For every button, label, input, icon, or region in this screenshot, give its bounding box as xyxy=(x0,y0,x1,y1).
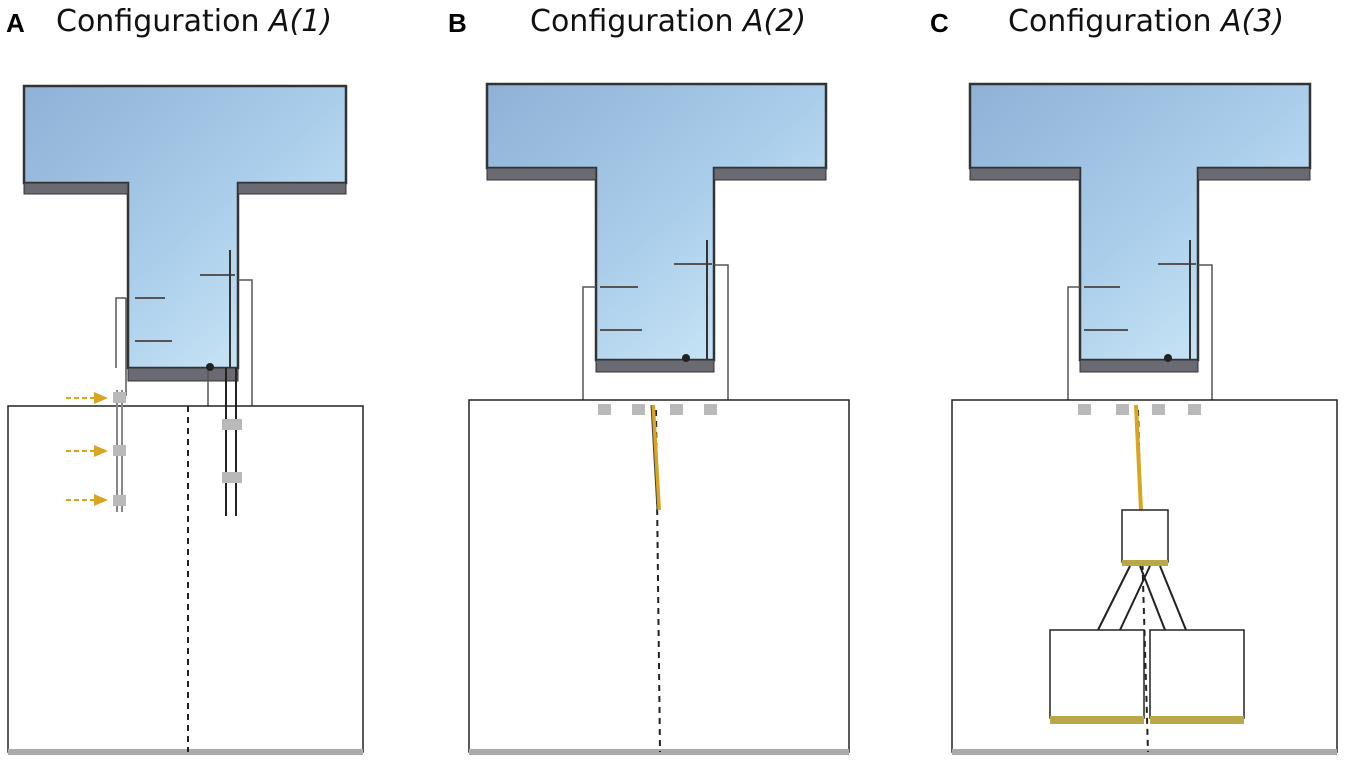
probe-a-right-node-2 xyxy=(222,472,242,483)
t-tank-c xyxy=(968,82,1312,362)
panel-a-diagram xyxy=(7,84,364,755)
panel-c-title-text: Configuration xyxy=(1008,4,1221,39)
joint-b xyxy=(682,354,690,362)
joint-a xyxy=(206,363,214,371)
panel-a-title: Configuration A(1) xyxy=(56,4,332,39)
probe-a-node-1 xyxy=(113,392,126,403)
small-cube xyxy=(1121,509,1169,563)
probe-b-node-4 xyxy=(704,404,717,415)
probe-c-node-4 xyxy=(1188,404,1201,415)
large-cube-right-base xyxy=(1150,716,1244,724)
probe-a-right-node-1 xyxy=(222,419,242,430)
probe-a-node-2 xyxy=(113,445,126,456)
t-tank-b xyxy=(485,82,828,362)
panel-b-diagram xyxy=(468,82,850,755)
panel-a-letter: A xyxy=(6,8,25,38)
t-tank-c-wall-band xyxy=(969,167,1311,373)
large-cube-left xyxy=(1049,629,1145,719)
panel-c-title: Configuration A(3) xyxy=(1008,4,1284,39)
panel-c-diagram xyxy=(951,82,1338,755)
tape-b xyxy=(651,404,661,511)
small-cube-base xyxy=(1122,560,1168,566)
tape-c xyxy=(1134,404,1143,511)
string-left-a xyxy=(1097,565,1131,631)
panel-a-title-var: A(1) xyxy=(269,4,333,39)
probe-c-node-3 xyxy=(1152,404,1165,415)
probe-b-node-1 xyxy=(598,404,611,415)
large-cube-right xyxy=(1149,629,1245,719)
probe-c-node-2 xyxy=(1116,404,1129,415)
probe-b-node-3 xyxy=(670,404,683,415)
panel-c-letter: C xyxy=(930,8,949,38)
panel-b-title-var: A(2) xyxy=(743,4,807,39)
panel-a-title-text: Configuration xyxy=(56,4,269,39)
t-tank-a-wall-band xyxy=(23,182,347,382)
probe-c-node-1 xyxy=(1078,404,1091,415)
string-right-a xyxy=(1119,565,1151,631)
t-tank-a xyxy=(22,84,348,370)
joint-c xyxy=(1164,354,1172,362)
panel-b-title: Configuration A(2) xyxy=(530,4,806,39)
tape-b-edge xyxy=(650,404,658,511)
t-tank-b-wall-band xyxy=(486,167,827,373)
panel-c-title-var: A(3) xyxy=(1221,4,1285,39)
large-cube-left-base xyxy=(1050,716,1144,724)
container-a xyxy=(7,405,364,753)
string-right-b xyxy=(1159,565,1187,631)
panel-b-title-text: Configuration xyxy=(530,4,743,39)
probe-b-node-2 xyxy=(632,404,645,415)
panel-b-letter: B xyxy=(448,8,467,38)
container-b xyxy=(468,399,850,753)
probe-a-node-3 xyxy=(113,495,126,506)
